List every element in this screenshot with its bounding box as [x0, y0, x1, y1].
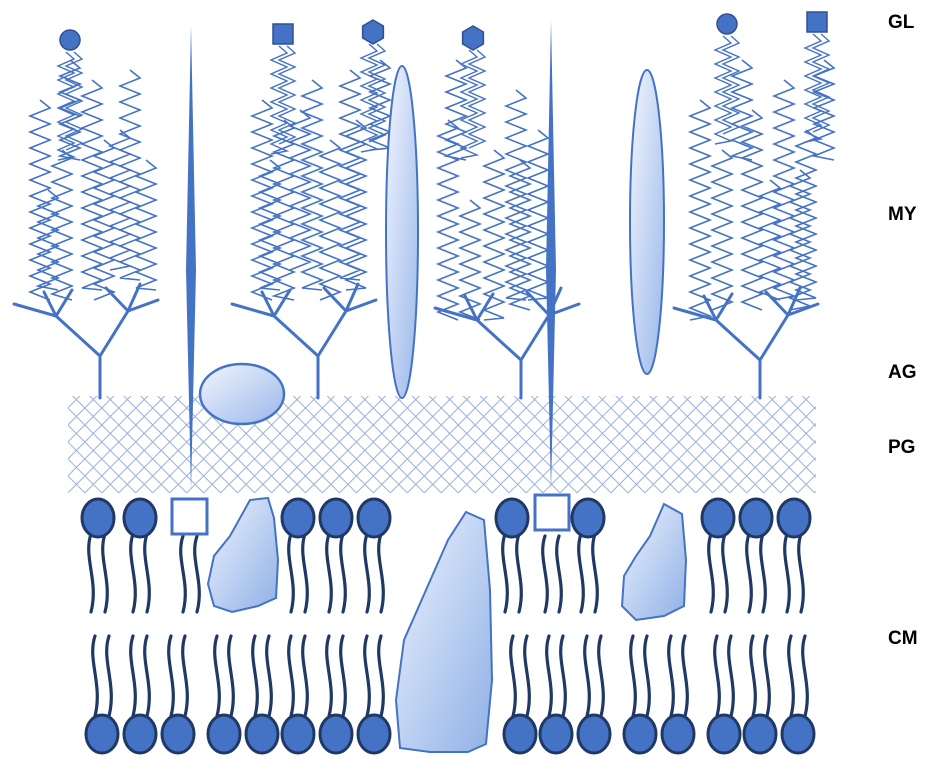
mycolic-chain-12 [260, 160, 280, 290]
inner-leaflet-lipid-11 [578, 636, 610, 753]
mycolic-chain-13 [302, 80, 322, 290]
mycolic-chain-15 [340, 70, 360, 280]
inner-leaflet-lipid-2 [124, 636, 156, 753]
inner-leaflet-lipid-15 [744, 636, 776, 753]
outer-leaflet-lipid-3 [282, 499, 314, 612]
mycolic-chain-4 [82, 80, 102, 290]
label-glycolipid-layer: GL [888, 12, 914, 34]
outer-leaflet-lipid-1 [82, 499, 114, 612]
membrane-protein-1 [208, 498, 278, 612]
membrane-protein-3 [622, 504, 686, 620]
inner-leaflet-lipid-3 [162, 636, 194, 753]
outer-leaflet-lipid-7 [572, 499, 604, 612]
outer-leaflet-lipid-8 [702, 499, 734, 612]
inner-leaflet-lipid-10 [540, 636, 572, 753]
porin-ovals [386, 66, 664, 398]
inner-leaflet-lipid-8 [358, 636, 390, 753]
inner-leaflet-lipid-13 [662, 636, 694, 753]
mycolic-chain-24 [528, 130, 548, 300]
mycolic-chain-8 [136, 160, 156, 290]
anchor-lipid-tail-2 [543, 536, 562, 612]
mycolic-chain-5 [94, 140, 114, 300]
mycolic-chain-10 [252, 100, 272, 300]
inner-leaflet-lipid-4 [208, 636, 240, 753]
membrane-protein-2 [396, 512, 492, 752]
outer-leaflet-lipid-9 [740, 499, 772, 612]
label-mycolate-layer: MY [888, 204, 917, 226]
mycolic-chain-34 [760, 180, 780, 300]
mycolic-chain-7 [110, 130, 130, 270]
glycolipid-head-3 [361, 20, 385, 152]
outer-leaflet-lipid-5 [358, 499, 390, 612]
membrane-proteins [208, 498, 686, 752]
mycolic-chain-19 [438, 120, 458, 320]
anchor-square-right [535, 495, 569, 530]
arabinogalactan-tree-4 [674, 288, 818, 398]
anchor-square-left [172, 499, 207, 534]
inner-leaflet-lipid-7 [320, 636, 352, 753]
inner-leaflet-lipid-9 [504, 636, 536, 753]
outer-leaflet-lipid-10 [778, 499, 810, 612]
inner-leaflet-lipid-6 [282, 636, 314, 753]
outer-leaflet-lipid-4 [320, 499, 352, 612]
inner-leaflet-lipid-1 [86, 636, 118, 753]
label-peptidoglycan-layer: PG [888, 437, 915, 459]
inner-leaflet-lipid-5 [246, 636, 278, 753]
glycolipid-head-4 [461, 26, 485, 158]
label-cytoplasmic-membrane: CM [888, 628, 918, 650]
mycolic-chain-29 [742, 110, 762, 310]
surface-disk-protein [200, 364, 284, 424]
inner-leaflet-lipid-16 [782, 636, 814, 753]
glycolipid-head-6 [805, 12, 829, 142]
mycolic-acid-chains [30, 60, 834, 320]
mycolic-chain-26 [690, 100, 710, 320]
inner-leaflet-lipid-14 [708, 636, 740, 753]
inner-leaflet-lipid-12 [624, 636, 656, 753]
arabinogalactan-tree-1 [14, 284, 158, 398]
label-arabinogalactan-layer: AG [888, 362, 917, 384]
porin-oval-2 [630, 70, 664, 374]
anchor-lipid-tail-1 [181, 536, 200, 612]
outer-leaflet-lipid-6 [496, 499, 528, 612]
outer-leaflet-lipid-2 [124, 499, 156, 612]
glycolipid-head-2 [271, 24, 295, 154]
peptidoglycan-layer [68, 396, 816, 493]
mycolic-chain-20 [460, 200, 480, 320]
mycolic-chain-14 [320, 140, 340, 300]
mycolic-chain-27 [712, 150, 732, 310]
porin-oval-1 [386, 66, 418, 398]
